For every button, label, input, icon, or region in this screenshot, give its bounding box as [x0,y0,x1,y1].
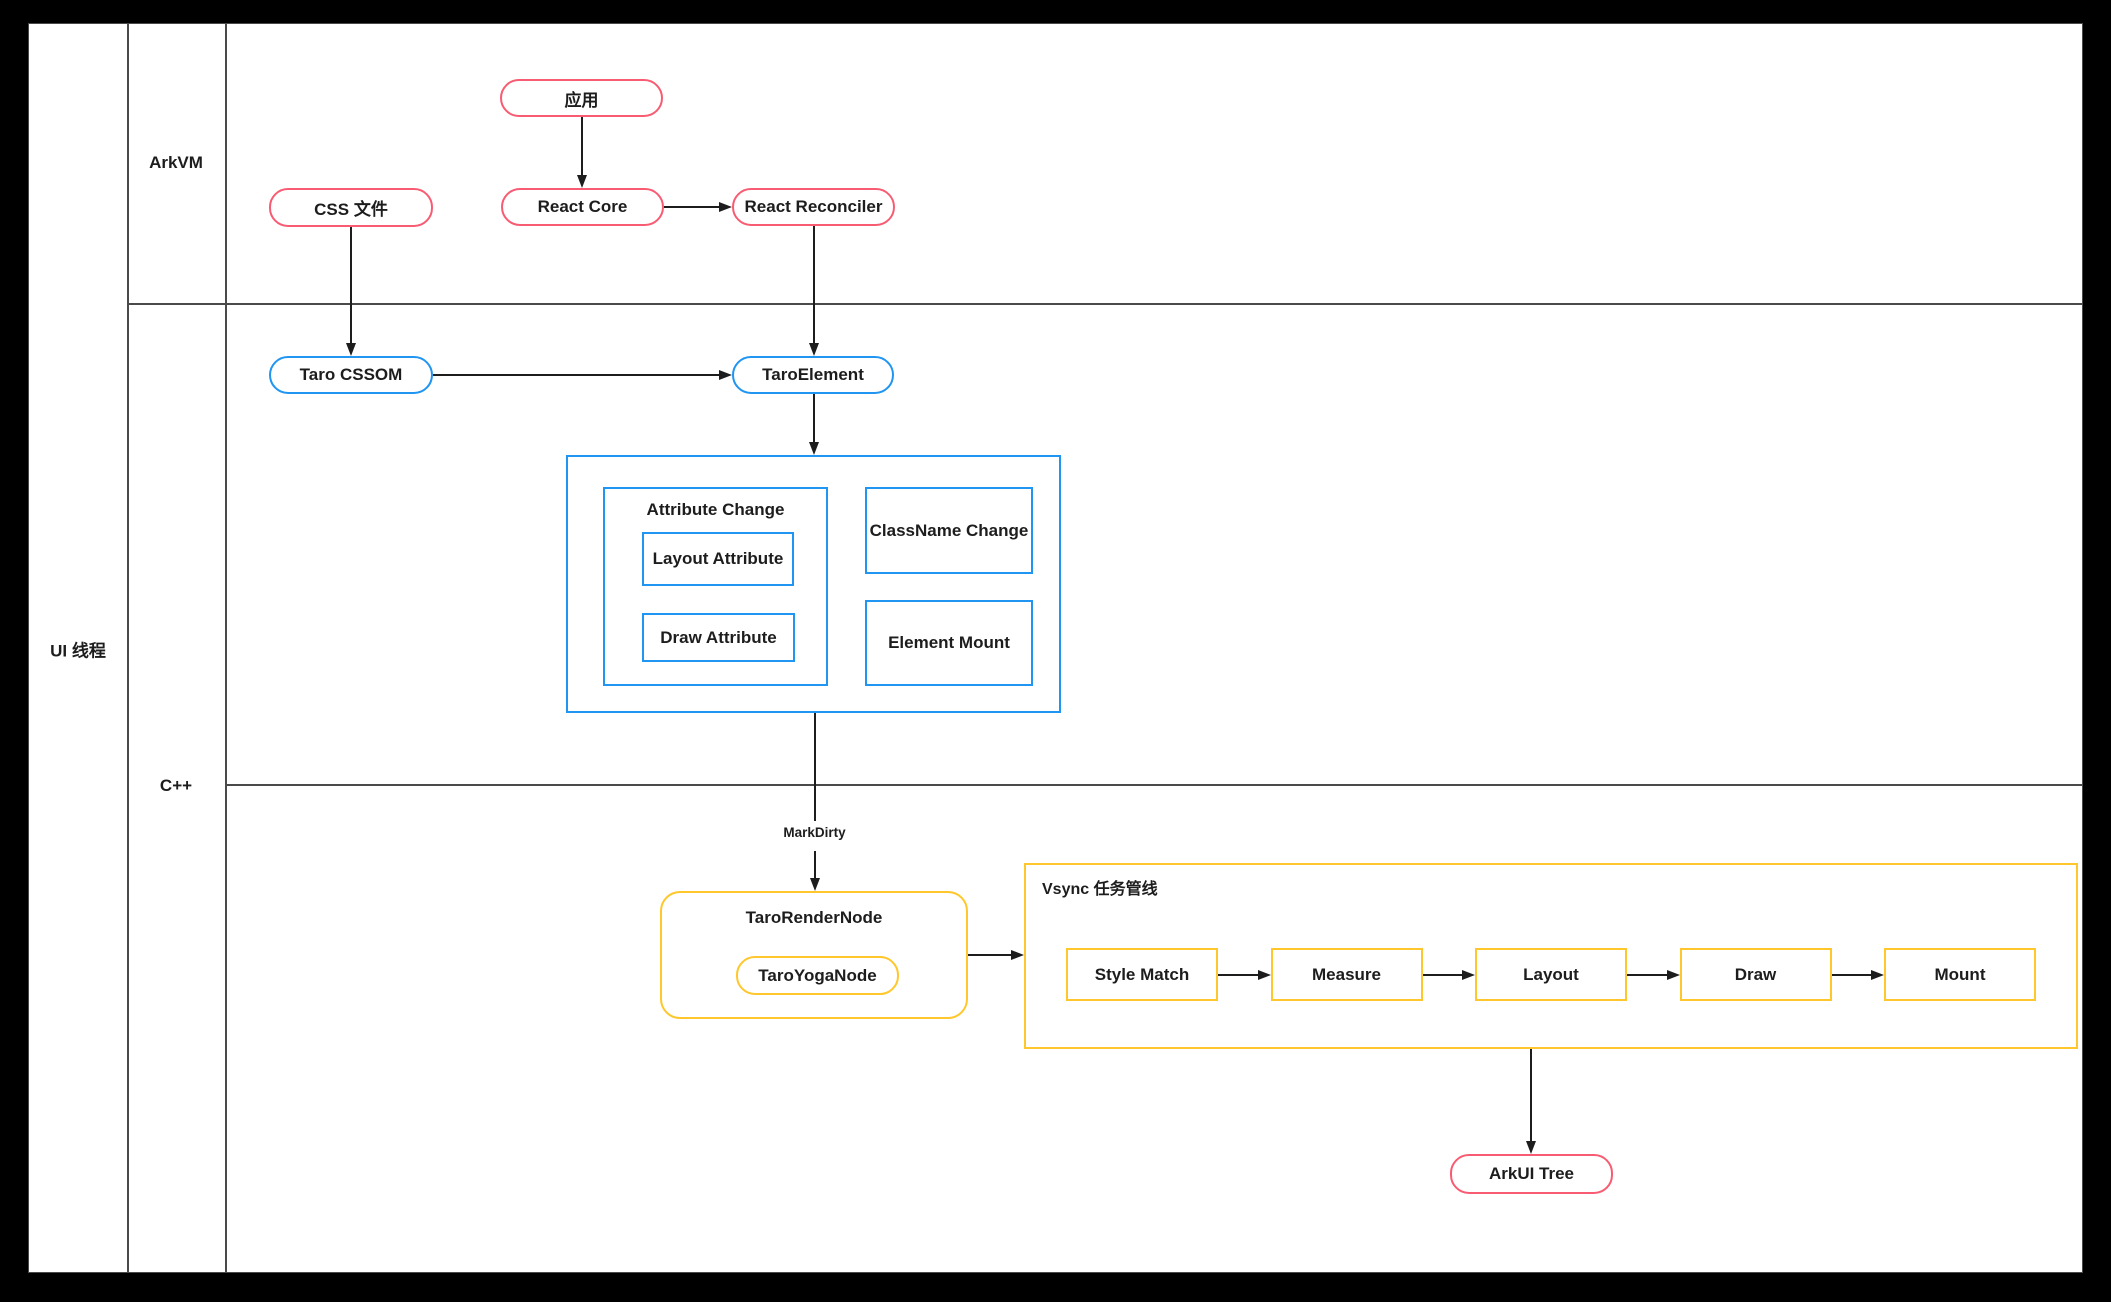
arrow-measure-to-layout [1422,973,1463,976]
attribute-change-title: Attribute Change [646,500,785,519]
group-element-changes: Attribute Change Layout Attribute Draw A… [566,455,1061,713]
group-attribute-change: Attribute Change Layout Attribute Draw A… [603,487,828,686]
node-element-mount: Element Mount [865,600,1033,686]
node-layout: Layout [1475,948,1627,1001]
lane-label-ui-thread: UI 线程 [50,641,106,661]
arrow-markdirty: MarkDirty [780,713,849,891]
group-taro-render-node: TaroRenderNode TaroYogaNode [660,891,968,1019]
node-draw: Draw [1679,948,1832,1001]
grid-vline-2 [225,24,227,1272]
arrow-taroelement-to-changes [807,394,820,455]
lane-label-cpp: C++ [159,776,193,795]
grid-vline-1 [127,24,129,1272]
group-vsync-pipeline: Vsync 任务管线 Style Match Measure Layout Dr… [1024,863,2078,1049]
node-app: 应用 [500,79,663,117]
arrow-reconciler-to-taroelement [807,226,820,356]
node-react-reconciler: React Reconciler [732,188,895,226]
arrow-label-markdirty: MarkDirty [780,825,849,840]
node-css-file: CSS 文件 [269,188,433,227]
node-arkui-tree: ArkUI Tree [1450,1154,1613,1194]
node-layout-attribute: Layout Attribute [642,532,794,586]
node-react-core: React Core [501,188,664,226]
arrow-stylematch-to-measure [1218,973,1259,976]
arrow-vsync-to-arkuitree [1524,1049,1537,1154]
vsync-pipeline-row: Style Match Measure Layout Draw Mount [1026,948,2076,1001]
diagram-canvas: UI 线程 ArkVM C++ 应用 CSS 文件 React Core Rea… [28,23,2083,1273]
node-draw-attribute: Draw Attribute [642,613,795,662]
node-style-match: Style Match [1066,948,1218,1001]
node-taro-element: TaroElement [732,356,894,394]
arrow-rendernode-to-vsync [968,948,1024,961]
arrow-cssfile-to-cssom [344,227,357,356]
node-taro-yoga-node: TaroYogaNode [736,956,899,995]
arrow-cssom-to-taroelement [433,368,732,381]
node-measure: Measure [1270,948,1423,1001]
node-mount: Mount [1884,948,2036,1001]
arrow-draw-to-mount [1831,973,1872,976]
vsync-pipeline-title: Vsync 任务管线 [1042,881,1158,898]
taro-render-node-title: TaroRenderNode [745,908,883,927]
node-taro-cssom: Taro CSSOM [269,356,433,394]
grid-hline-arkvm-cpp [127,303,2082,305]
lane-label-arkvm: ArkVM [149,153,203,172]
arrow-layout-to-draw [1627,973,1668,976]
grid-hline-content [225,784,2082,786]
node-classname-change: ClassName Change [865,487,1033,574]
arrow-app-to-reactcore [575,117,588,188]
arrow-reactcore-to-reconciler [664,200,732,213]
